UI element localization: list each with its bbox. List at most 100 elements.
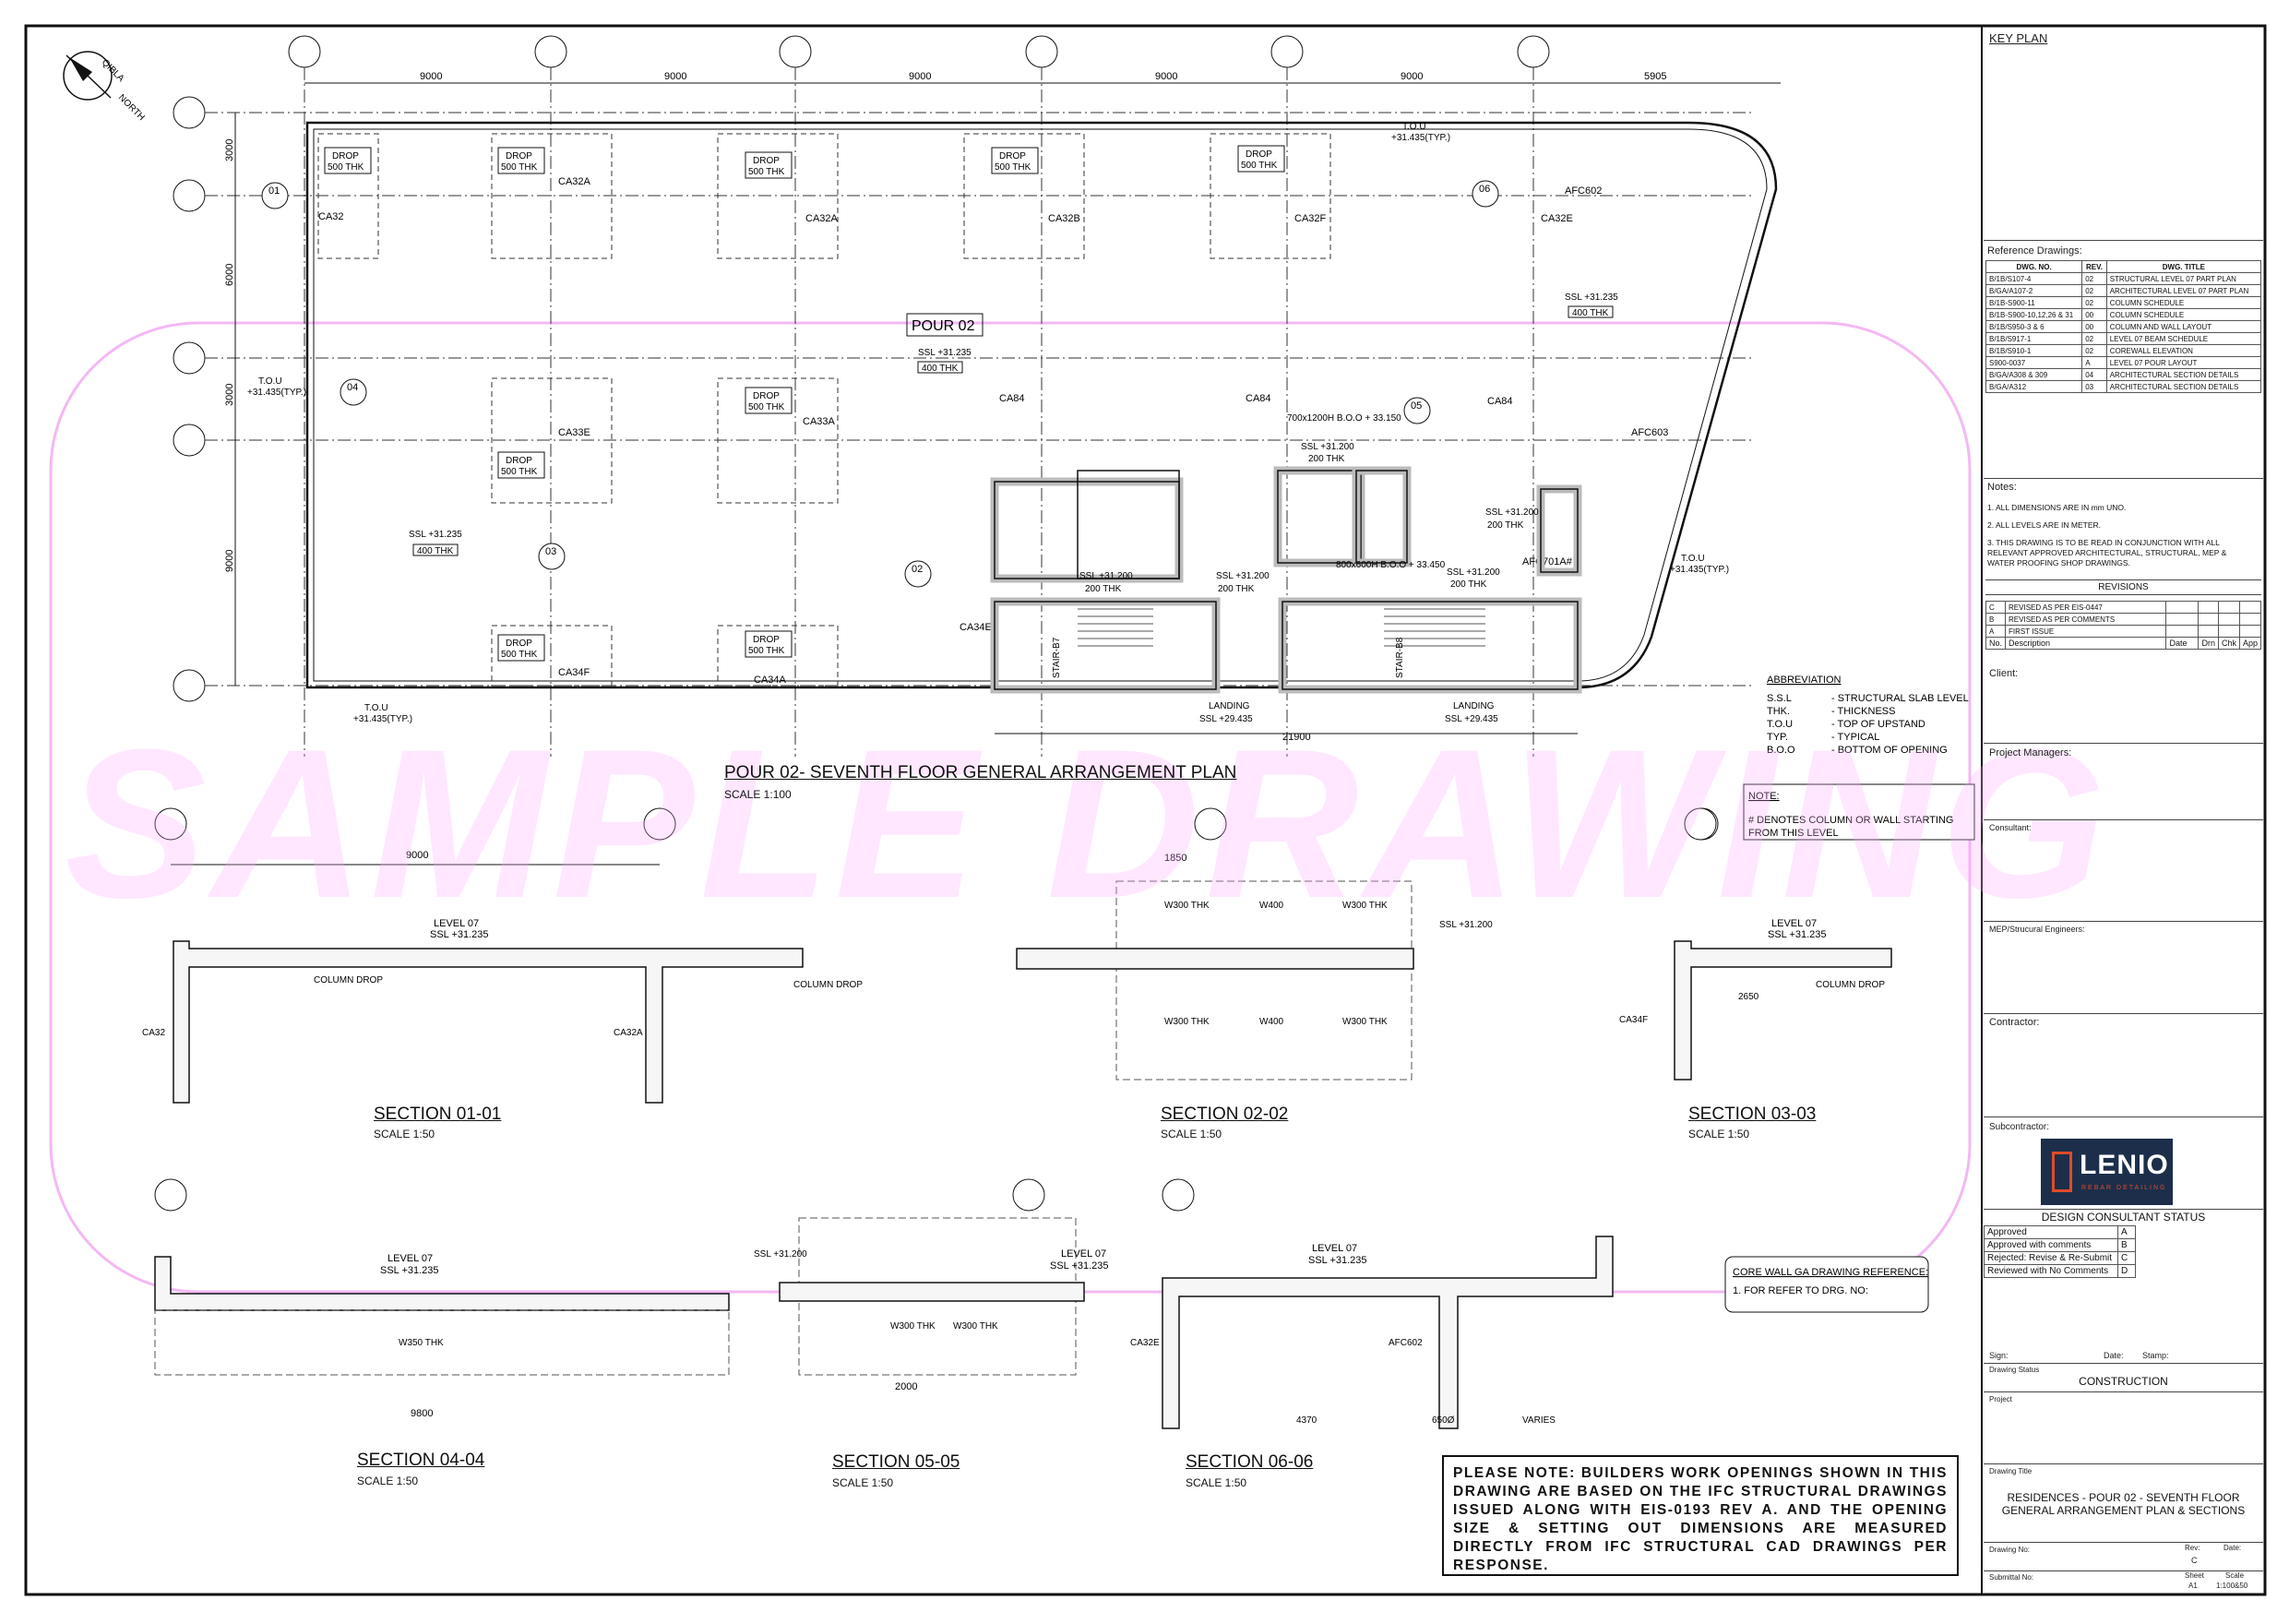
top-dimension-chain: 9000 9000 9000 9000 9000 5905 bbox=[304, 71, 1781, 84]
svg-text:LANDING: LANDING bbox=[1209, 701, 1250, 711]
svg-text:W300 THK: W300 THK bbox=[1342, 1017, 1388, 1027]
column-tag: CA32F bbox=[1294, 213, 1327, 224]
drawing-title: RESIDENCES - POUR 02 - SEVENTH FLOOR GEN… bbox=[2001, 1491, 2246, 1517]
svg-text:01: 01 bbox=[268, 185, 280, 197]
svg-text:T.O.U: T.O.U bbox=[364, 703, 388, 713]
key-plan-label: KEY PLAN bbox=[1989, 31, 2048, 45]
svg-text:+31.435(TYP.): +31.435(TYP.) bbox=[1670, 565, 1729, 575]
section-scale: SCALE 1:50 bbox=[357, 1475, 419, 1487]
rev-value: C bbox=[2191, 1556, 2198, 1565]
svg-text:2000: 2000 bbox=[895, 1381, 917, 1392]
plan-title: POUR 02- SEVENTH FLOOR GENERAL ARRANGEME… bbox=[724, 763, 1237, 782]
svg-text:- TYPICAL: - TYPICAL bbox=[1831, 732, 1879, 743]
subcontractor-label: Subcontractor: bbox=[1989, 1122, 2050, 1132]
drawing-status: CONSTRUCTION bbox=[2079, 1375, 2168, 1388]
svg-text:500 THK: 500 THK bbox=[748, 167, 785, 177]
svg-text:500 THK: 500 THK bbox=[995, 162, 1031, 173]
svg-text:S.S.L: S.S.L bbox=[1767, 693, 1792, 704]
svg-text:02: 02 bbox=[912, 564, 923, 575]
svg-text:05: 05 bbox=[1411, 400, 1422, 412]
svg-text:650Ø: 650Ø bbox=[1432, 1415, 1455, 1426]
svg-text:SSL +31.235: SSL +31.235 bbox=[1565, 293, 1618, 303]
note-box: NOTE: # DENOTES COLUMN OR WALL STARTING … bbox=[1743, 783, 1975, 841]
svg-text:DROP: DROP bbox=[999, 151, 1026, 161]
svg-text:DROP: DROP bbox=[1246, 149, 1272, 160]
svg-text:06: 06 bbox=[1479, 184, 1490, 195]
column-tag: CA32 bbox=[318, 211, 344, 222]
svg-text:COLUMN DROP: COLUMN DROP bbox=[793, 980, 863, 990]
svg-text:CA32: CA32 bbox=[142, 1028, 165, 1038]
ref-heading: Reference Drawings: bbox=[1987, 245, 2082, 257]
section-title: SECTION 01-01 bbox=[374, 1105, 502, 1124]
svg-text:SSL +29.435: SSL +29.435 bbox=[1445, 714, 1498, 724]
rev-label: Rev: bbox=[2185, 1544, 2200, 1552]
svg-text:SSL +31.235: SSL +31.235 bbox=[1050, 1260, 1109, 1272]
svg-text:TYP.: TYP. bbox=[1767, 732, 1788, 743]
svg-text:03: 03 bbox=[545, 546, 556, 557]
dim-left-1: 3000 bbox=[224, 139, 235, 161]
dim-top-6: 5905 bbox=[1644, 71, 1666, 82]
grid-bubbles-top bbox=[288, 35, 1550, 68]
column-tag: CA32E bbox=[1541, 213, 1573, 224]
dim-left-3: 3000 bbox=[224, 384, 235, 406]
opening-labels: 700x1200H B.O.O + 33.150 800x600H B.O.O … bbox=[1287, 413, 1446, 570]
svg-text:700x1200H B.O.O + 33.150: 700x1200H B.O.O + 33.150 bbox=[1287, 413, 1401, 424]
svg-text:DROP: DROP bbox=[332, 151, 359, 161]
client-label: Client: bbox=[1989, 668, 2019, 679]
svg-text:- STRUCTURAL SLAB LEVEL: - STRUCTURAL SLAB LEVEL bbox=[1831, 693, 1969, 704]
ref-col: DWG. NO. bbox=[1985, 260, 2083, 273]
svg-text:W400: W400 bbox=[1259, 901, 1284, 911]
svg-text:NOTE:: NOTE: bbox=[1748, 791, 1780, 802]
contractor-label: Contractor: bbox=[1989, 1017, 2040, 1028]
grid-lines bbox=[205, 67, 1753, 757]
section-title: SECTION 05-05 bbox=[832, 1452, 960, 1472]
dim-top-3: 9000 bbox=[909, 71, 931, 82]
date-label: Date: bbox=[2104, 1351, 2124, 1360]
svg-text:SSL +31.200: SSL +31.200 bbox=[1079, 571, 1133, 581]
abbreviation-box: ABBREVIATION S.S.L- STRUCTURAL SLAB LEVE… bbox=[1767, 675, 1969, 756]
svg-text:SSL +31.200: SSL +31.200 bbox=[1301, 442, 1354, 452]
lenio-logo: LENIO REBAR DETAILING bbox=[2041, 1139, 2173, 1205]
column-tag: CA34F bbox=[558, 667, 590, 678]
svg-text:500 THK: 500 THK bbox=[501, 650, 538, 660]
svg-text:W400: W400 bbox=[1259, 1017, 1284, 1027]
svg-text:T.O.U: T.O.U bbox=[1681, 554, 1705, 564]
svg-text:STAIR-B7: STAIR-B7 bbox=[1052, 637, 1062, 678]
svg-text:- THICKNESS: - THICKNESS bbox=[1831, 706, 1895, 717]
svg-text:LEVEL 07: LEVEL 07 bbox=[387, 1253, 433, 1264]
section-markers: 01 02 03 04 05 06 bbox=[261, 180, 1499, 588]
slab-outline bbox=[305, 121, 1778, 689]
grid-bubbles-left bbox=[173, 96, 206, 702]
date-box-label: Date: bbox=[2223, 1544, 2242, 1552]
section-02: 1850 W300 THK W300 THK W400 W300 THK W30… bbox=[1016, 807, 1719, 1081]
consultant-label: Consultant: bbox=[1989, 823, 2032, 832]
drawing-status-label: Drawing Status bbox=[1989, 1366, 2040, 1374]
dcs-heading: DESIGN CONSULTANT STATUS bbox=[2041, 1211, 2206, 1224]
svg-text:SSL +31.200: SSL +31.200 bbox=[754, 1249, 807, 1260]
sheet-label: Sheet bbox=[2185, 1571, 2204, 1580]
note-item: 1. ALL DIMENSIONS ARE IN mm UNO. bbox=[1987, 503, 2127, 512]
svg-text:200 THK: 200 THK bbox=[1487, 520, 1524, 531]
svg-text:+31.435(TYP.): +31.435(TYP.) bbox=[353, 714, 412, 724]
column-tag: CA32A bbox=[805, 213, 839, 224]
stamp-label: Stamp: bbox=[2142, 1351, 2169, 1360]
svg-text:LEVEL 07: LEVEL 07 bbox=[1771, 918, 1817, 929]
section-06: LEVEL 07 SSL +31.235 CA32E AFC602 4370 6… bbox=[1130, 1178, 1614, 1429]
svg-text:- BOTTOM OF OPENING: - BOTTOM OF OPENING bbox=[1831, 745, 1948, 756]
svg-text:T.O.U: T.O.U bbox=[1767, 719, 1793, 730]
dim-left-4: 9000 bbox=[224, 550, 235, 572]
